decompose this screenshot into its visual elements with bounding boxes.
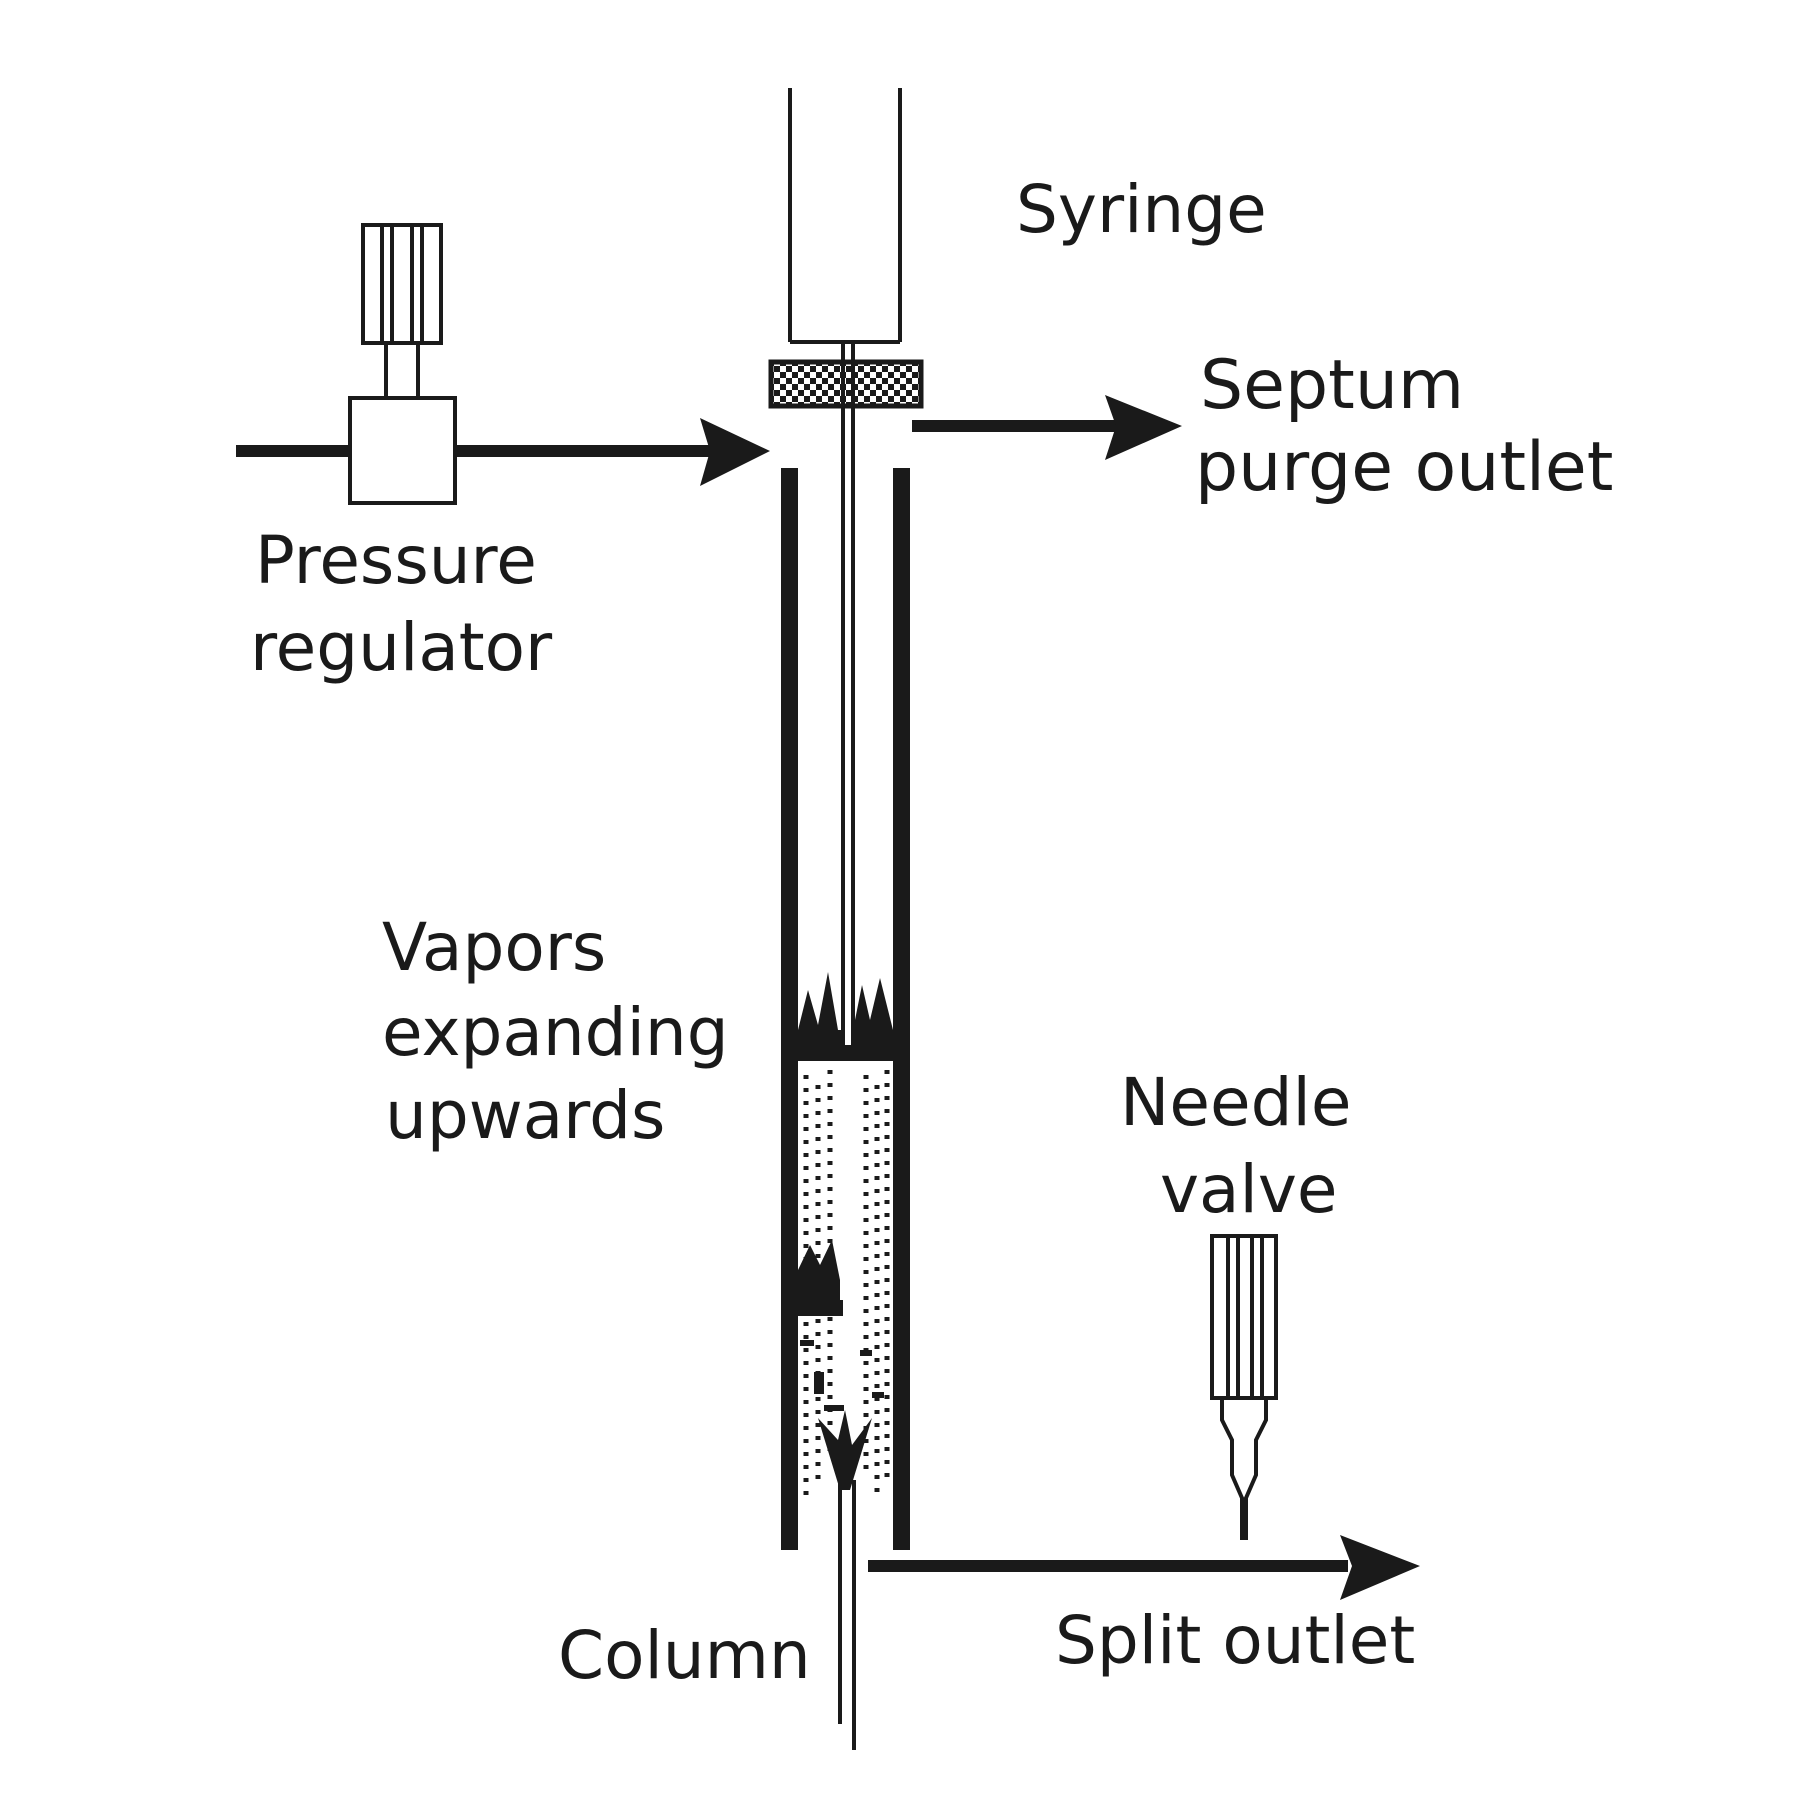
split-outlet-arrow [868, 1535, 1420, 1600]
septum [768, 359, 924, 409]
column [838, 1480, 856, 1750]
injector-liner [781, 468, 910, 1550]
needle-valve-label-line2: valve [1160, 1151, 1338, 1228]
split-outlet-label: Split outlet [1055, 1602, 1415, 1679]
syringe-label: Syringe [1016, 171, 1267, 248]
carrier-inlet-arrow [236, 418, 770, 486]
pressure-regulator [348, 223, 457, 505]
septum-purge-label-line2: purge outlet [1195, 428, 1613, 507]
vapors-label-line2: expanding [382, 994, 729, 1071]
vapor-marks [800, 1340, 884, 1411]
syringe [788, 88, 902, 344]
pressure-regulator-label-line1: Pressure [255, 522, 537, 599]
vapors-label-line3: upwards [385, 1077, 665, 1154]
septum-purge-arrow [912, 395, 1182, 460]
needle-valve [1210, 1234, 1278, 1540]
septum-purge-label-line1: Septum [1200, 346, 1464, 425]
column-label: Column [558, 1617, 811, 1694]
needle-valve-label-line1: Needle [1120, 1064, 1351, 1141]
vapor-dots [803, 1070, 890, 1495]
pressure-regulator-label-line2: regulator [250, 609, 553, 686]
vapors-label-line1: Vapors [382, 909, 606, 986]
syringe-needle [841, 342, 855, 1060]
